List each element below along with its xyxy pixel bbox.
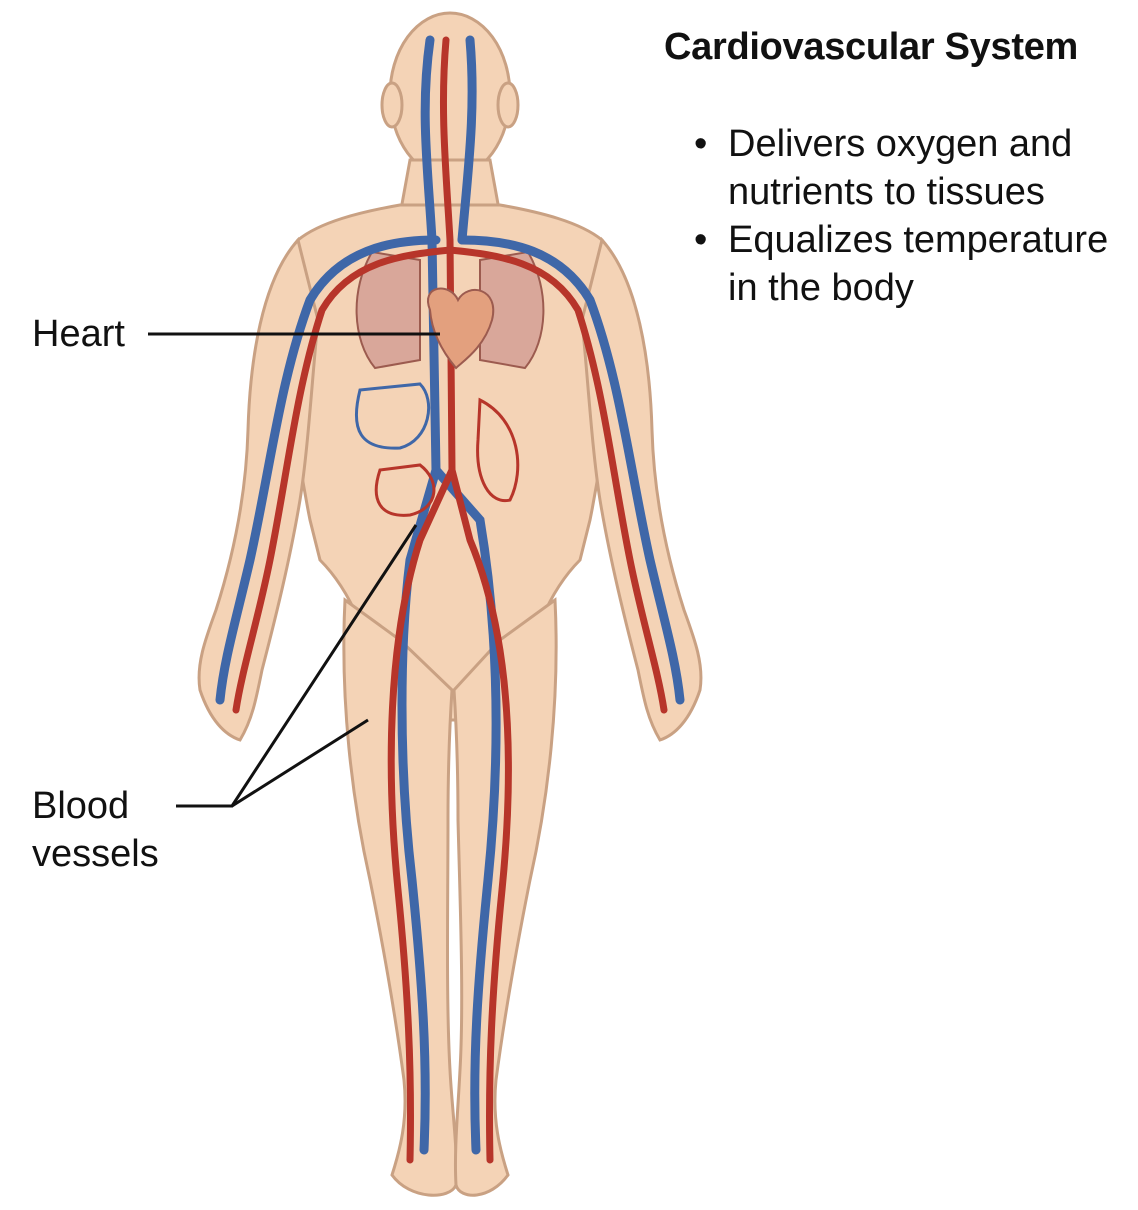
blood-vessels-leader-line-2 [231,718,369,808]
function-text: Equalizes temperature in the body [728,219,1109,309]
function-item: • Equalizes temperature in the body [694,216,1114,312]
heart-label: Heart [32,313,125,355]
abdominal-organs [354,382,520,517]
function-item: • Delivers oxygen and nutrients to tissu… [694,120,1114,216]
bullet-marker: • [694,219,708,261]
lungs [355,250,545,370]
function-text: Delivers oxygen and nutrients to tissues [728,123,1073,213]
arteries [232,36,668,1164]
head-shape [388,11,512,179]
leader-lines [148,332,440,808]
heart-organ [427,287,495,370]
function-list: • Delivers oxygen and nutrients to tissu… [694,120,1114,312]
diagram-title: Cardiovascular System [664,26,1079,68]
blood-vessels-label: Blood vessels [32,785,159,875]
bullet-marker: • [694,123,708,165]
